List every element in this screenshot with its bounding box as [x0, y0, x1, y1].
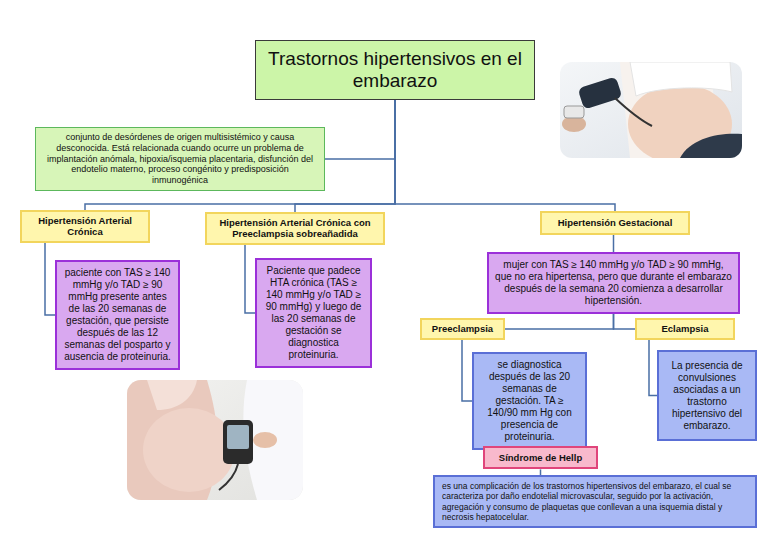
node-text: Trastornos hipertensivos en el embarazo	[264, 48, 526, 92]
definition-box: Paciente que padece HTA crónica (TAS ≥ 1…	[255, 258, 372, 368]
tree-connector	[613, 235, 615, 252]
tree-connector	[45, 243, 55, 315]
pregnant-bp-photo	[560, 62, 742, 158]
node-text: Eclampsia	[642, 323, 728, 334]
definition-box: paciente con TAS ≥ 140 mmHg y/o TAD ≥ 90…	[55, 260, 180, 370]
tree-connector	[462, 340, 472, 401]
node-text: Hipertensión Gestacional	[547, 217, 683, 228]
title-box: Trastornos hipertensivos en el embarazo	[255, 40, 535, 100]
node-text: paciente con TAS ≥ 140 mmHg y/o TAD ≥ 90…	[63, 267, 172, 363]
complication-box: Síndrome de Hellp	[483, 446, 598, 469]
node-text: Preeclampsia	[427, 323, 498, 334]
subcategory-box: Preeclampsia	[420, 318, 505, 340]
definition-box: La presencia de convulsiones asociadas a…	[657, 350, 757, 441]
node-text: Paciente que padece HTA crónica (TAS ≥ 1…	[263, 265, 364, 361]
category-box: Hipertensión Gestacional	[540, 211, 690, 235]
node-text: mujer con TAS ≥ 140 mmHg y/o TAD ≥ 90 mm…	[495, 259, 732, 307]
node-text: conjunto de desórdenes de origen multisi…	[42, 132, 318, 186]
tree-connector	[649, 340, 657, 396]
definition-box: se diagnostica después de las 20 semanas…	[472, 352, 587, 450]
tree-connector	[245, 245, 255, 313]
subcategory-box: Eclampsia	[635, 318, 735, 340]
definition-box: conjunto de desórdenes de origen multisi…	[35, 127, 325, 191]
node-text: Hipertensión Arterial Crónica	[27, 215, 143, 238]
definition-box: es una complicación de los trastornos hi…	[433, 475, 757, 528]
tree-connector	[505, 314, 614, 329]
pregnant-checkup-photo	[127, 380, 303, 500]
node-text: Síndrome de Hellp	[490, 452, 591, 463]
tree-connector	[614, 314, 636, 329]
definition-box: mujer con TAS ≥ 140 mmHg y/o TAD ≥ 90 mm…	[487, 252, 740, 314]
node-text: La presencia de convulsiones asociadas a…	[665, 360, 749, 432]
node-text: se diagnostica después de las 20 semanas…	[480, 359, 579, 443]
node-text: es una complicación de los trastornos hi…	[442, 481, 748, 522]
node-text: Hipertensión Arterial Crónica con Preecl…	[212, 217, 378, 240]
category-box: Hipertensión Arterial Crónica con Preecl…	[205, 212, 385, 245]
tree-connector	[325, 100, 395, 159]
category-box: Hipertensión Arterial Crónica	[20, 210, 150, 243]
